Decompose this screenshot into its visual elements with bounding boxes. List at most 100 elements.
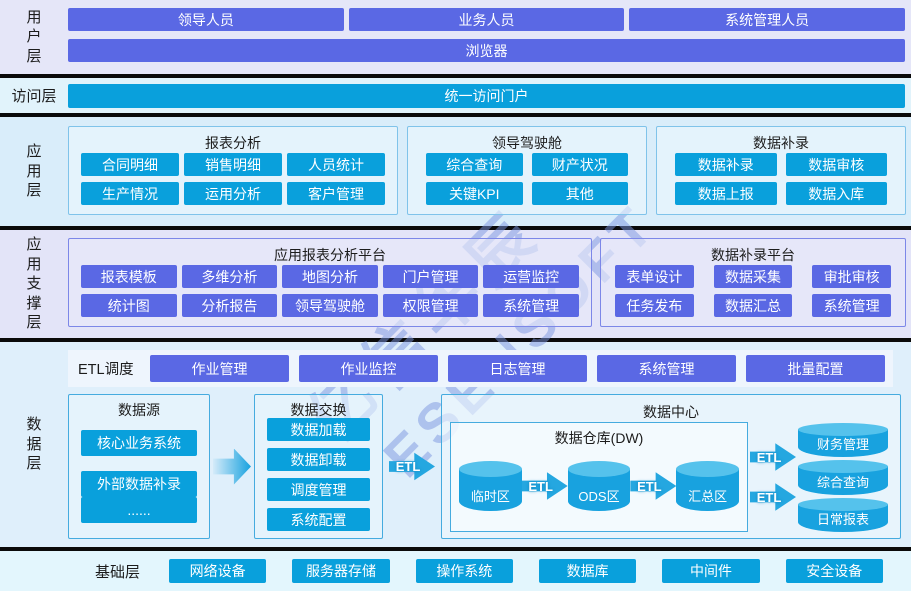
layer-users: 用户层 领导人员 业务人员 系统管理人员 浏览器 <box>0 0 911 74</box>
node-data-storage: 数据入库 <box>785 182 887 205</box>
source-to-exchange-zone <box>210 394 254 539</box>
layer-label-app-support: 应用支撑层 <box>0 230 68 338</box>
etl-arrow-icon: ETL <box>389 452 435 482</box>
node-data-load: 数据加载 <box>267 418 370 441</box>
etl-schedule-strip: ETL调度 作业管理 作业监控 日志管理 系统管理 批量配置 <box>68 350 893 387</box>
layer-label-users: 用户层 <box>0 0 68 74</box>
node-data-supplement: 数据补录 <box>675 153 777 176</box>
node-approval-audit: 审批审核 <box>812 265 891 288</box>
layer-divider <box>0 547 911 551</box>
group-leader-cockpit: 领导驾驶舱 综合查询 财产状况 关键KPI 其他 <box>407 126 647 215</box>
box-data-warehouse: 数据仓库(DW) 临时区 ETL <box>450 422 748 532</box>
node-customer-mgmt: 客户管理 <box>287 182 385 205</box>
exchange-to-center-zone: ETL <box>383 394 441 539</box>
layer-divider <box>0 74 911 78</box>
group-leader-cockpit-grid: 综合查询 财产状况 关键KPI 其他 <box>408 151 646 205</box>
node-data-audit: 数据审核 <box>785 153 887 176</box>
box-data-center-title: 数据中心 <box>643 404 699 420</box>
layer-label-users-text: 用户层 <box>26 8 42 65</box>
node-production-status: 生产情况 <box>81 182 179 205</box>
node-contract-detail: 合同明细 <box>81 153 179 176</box>
node-system-config: 系统配置 <box>267 508 370 531</box>
node-data-summary: 数据汇总 <box>713 294 793 317</box>
flow-arrow-icon <box>213 448 251 485</box>
output-cylinders: 财务管理 综合查询 日常报表 <box>798 422 892 532</box>
node-core-business-system: 核心业务系统 <box>81 430 197 456</box>
warehouse-to-outputs-zone: ETL ETL <box>748 422 798 532</box>
group-report-analysis-grid: 合同明细 销售明细 人员统计 生产情况 运用分析 客户管理 <box>69 151 397 205</box>
group-report-platform-grid: 报表模板 多维分析 地图分析 门户管理 运营监控 统计图 分析报告 领导驾驶舱 … <box>69 263 591 317</box>
data-content: ETL调度 作业管理 作业监控 日志管理 系统管理 批量配置 数据源 核心业务系… <box>68 342 911 547</box>
cylinder-comprehensive-query: 综合查询 <box>798 460 888 495</box>
app-support-content: 应用报表分析平台 报表模板 多维分析 地图分析 门户管理 运营监控 统计图 分析… <box>68 230 911 338</box>
cylinder-top <box>676 461 740 477</box>
layer-label-access-text: 访问层 <box>11 88 57 105</box>
layer-divider <box>0 113 911 117</box>
etl-arrow-text: ETL <box>395 459 421 474</box>
node-business-staff: 业务人员 <box>348 8 625 31</box>
node-log-mgmt: 日志管理 <box>448 355 587 382</box>
box-data-exchange: 数据交换 数据加载 数据卸载 调度管理 系统配置 <box>254 394 383 539</box>
etl-arrow-text: ETL <box>756 449 782 465</box>
cylinder-summary-area-label: 汇总区 <box>688 489 728 504</box>
layer-label-data-text: 数据层 <box>26 416 42 473</box>
node-browser: 浏览器 <box>68 39 905 62</box>
node-server-storage: 服务器存储 <box>292 559 390 583</box>
node-other: 其他 <box>531 182 628 205</box>
node-key-kpi: 关键KPI <box>426 182 523 205</box>
node-external-data-supplement: 外部数据补录 <box>81 471 197 497</box>
etl-arrow-text: ETL <box>528 478 553 494</box>
node-data-report: 数据上报 <box>675 182 777 205</box>
etl-arrow-icon: ETL <box>630 471 677 501</box>
cylinder-ods-area: ODS区 <box>567 461 631 511</box>
node-system-mgmt-2: 系统管理 <box>812 294 891 317</box>
node-operation-monitor: 运营监控 <box>483 265 579 288</box>
cylinder-temp-area-label: 临时区 <box>470 489 510 504</box>
cylinder-top <box>798 423 888 436</box>
layer-label-application-text: 应用层 <box>26 143 42 200</box>
etl-arrow-icon: ETL <box>521 471 568 501</box>
layer-divider <box>0 338 911 342</box>
node-job-monitor: 作业监控 <box>299 355 438 382</box>
node-portal-mgmt: 门户管理 <box>382 265 479 288</box>
layer-app-support: 应用支撑层 应用报表分析平台 报表模板 多维分析 地图分析 门户管理 运营监控 … <box>0 230 911 338</box>
etl-arrow-icon: ETL <box>750 482 796 512</box>
user-roles-row: 领导人员 业务人员 系统管理人员 <box>68 8 906 31</box>
group-supplement-platform-title: 数据补录平台 <box>711 247 795 263</box>
group-report-analysis: 报表分析 合同明细 销售明细 人员统计 生产情况 运用分析 客户管理 <box>68 126 398 215</box>
node-batch-config: 批量配置 <box>746 355 885 382</box>
node-form-design: 表单设计 <box>615 265 694 288</box>
cylinder-comprehensive-query-label: 综合查询 <box>816 474 869 490</box>
group-supplement-platform: 数据补录平台 表单设计 数据采集 审批审核 任务发布 数据汇总 系统管理 <box>600 238 906 327</box>
cylinder-top <box>798 497 888 511</box>
box-data-exchange-title: 数据交换 <box>290 402 347 418</box>
etl-arrow-text: ETL <box>637 478 662 494</box>
cylinder-temp-area: 临时区 <box>459 461 522 511</box>
node-operating-system: 操作系统 <box>415 559 513 583</box>
etl-schedule-label: ETL调度 <box>78 362 134 378</box>
node-report-template: 报表模板 <box>81 265 177 288</box>
group-data-supplement-title: 数据补录 <box>753 135 809 151</box>
group-report-platform: 应用报表分析平台 报表模板 多维分析 地图分析 门户管理 运营监控 统计图 分析… <box>68 238 592 327</box>
node-unified-portal: 统一访问门户 <box>68 84 905 108</box>
node-data-unload: 数据卸载 <box>267 448 370 471</box>
cylinder-top <box>798 460 888 474</box>
node-schedule-mgmt: 调度管理 <box>267 478 370 501</box>
node-statistic-chart: 统计图 <box>81 294 177 317</box>
node-security-device: 安全设备 <box>785 559 883 583</box>
node-middleware: 中间件 <box>662 559 760 583</box>
application-content: 报表分析 合同明细 销售明细 人员统计 生产情况 运用分析 客户管理 领导驾驶舱… <box>68 117 911 226</box>
cylinder-summary-area: 汇总区 <box>676 461 740 511</box>
cylinder-finance-mgmt: 财务管理 <box>798 423 888 458</box>
cylinder-ods-area-label: ODS区 <box>578 489 620 504</box>
node-system-mgmt: 系统管理 <box>483 294 579 317</box>
layer-label-access: 访问层 <box>0 78 68 113</box>
layer-divider <box>0 226 911 230</box>
node-comprehensive-query: 综合查询 <box>426 153 523 176</box>
node-network-device: 网络设备 <box>169 559 267 583</box>
box-data-source: 数据源 核心业务系统 外部数据补录 ...... <box>68 394 210 539</box>
node-multidim-analysis: 多维分析 <box>181 265 278 288</box>
warehouse-cylinder-row: 临时区 ETL ODS区 <box>457 447 741 529</box>
node-ellipsis: ...... <box>81 497 197 523</box>
etl-arrow-text: ETL <box>756 489 782 505</box>
